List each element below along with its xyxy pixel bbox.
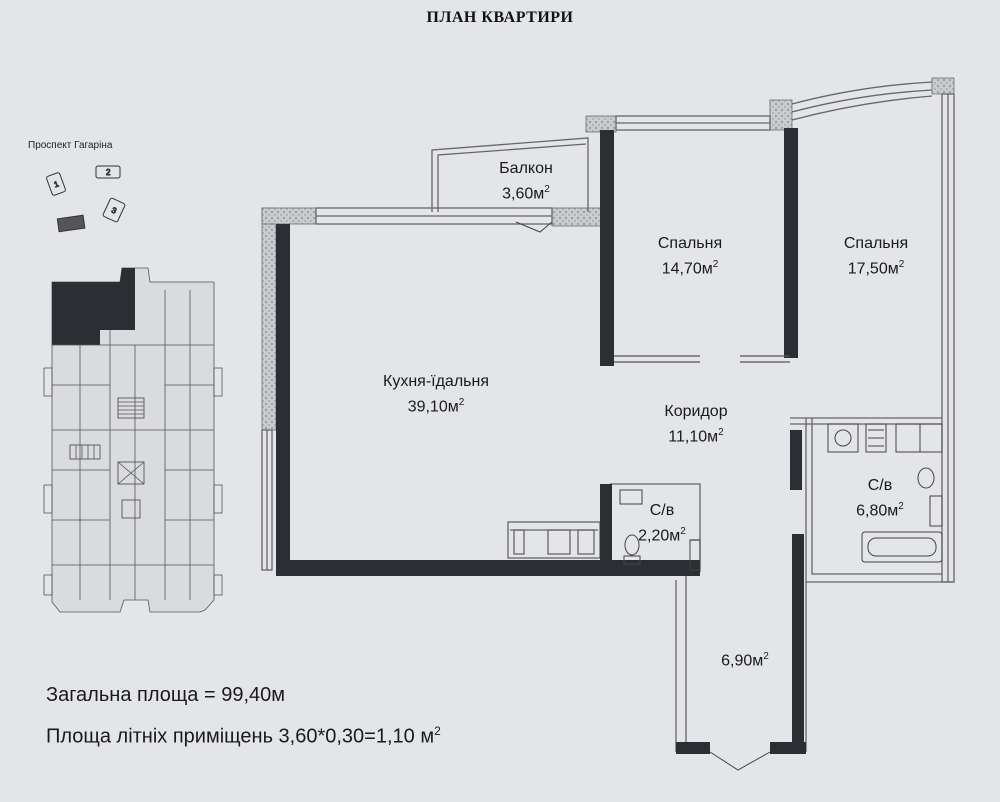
current-building-marker xyxy=(56,214,86,233)
room-area: 14,70м2 xyxy=(661,259,719,278)
street-label: Проспект Гагаріна xyxy=(28,140,113,151)
room-label-balcony: Балкон 3,60м2 xyxy=(486,158,566,204)
apartment-plan xyxy=(261,77,955,771)
room-area: 39,10м2 xyxy=(407,397,465,416)
room-label-wc-2: С/в 6,80м2 xyxy=(830,475,930,521)
site-map: 1 2 3 xyxy=(46,165,126,233)
room-area: 6,80м2 xyxy=(856,501,904,520)
entrance-door xyxy=(709,751,771,771)
room-label-corridor: Коридор 11,10м2 xyxy=(646,401,746,447)
room-area: 6,90м2 xyxy=(721,651,769,670)
room-label-bedroom-1: Спальня 14,70м2 xyxy=(640,233,740,279)
building-marker-2: 2 xyxy=(95,165,121,179)
room-area: 11,10м2 xyxy=(668,427,724,446)
washing-machine-icon xyxy=(834,429,852,447)
room-label-wc-1: С/в 2,20м2 xyxy=(620,500,704,546)
building-number-3: 3 xyxy=(110,206,118,216)
room-area: 3,60м2 xyxy=(502,184,550,203)
room-name: С/в xyxy=(649,502,675,519)
building-marker-3: 3 xyxy=(102,197,126,223)
room-name: С/в xyxy=(867,477,893,494)
room-label-hall: 6,90м2 xyxy=(700,646,790,671)
room-name: Коридор xyxy=(664,403,728,420)
room-name: Спальня xyxy=(843,235,909,252)
wc2-fixtures xyxy=(827,423,943,563)
outline-walls xyxy=(261,81,955,752)
building-number-1: 1 xyxy=(53,179,61,189)
wc1-toilet-icon xyxy=(624,534,640,556)
doors xyxy=(515,221,771,771)
building-number-2: 2 xyxy=(106,168,111,177)
building-marker-1: 1 xyxy=(46,172,66,196)
bathtub-icon xyxy=(861,531,943,563)
balcony-door xyxy=(515,221,553,233)
room-name: Кухня-їдальня xyxy=(383,373,489,390)
highlighted-apartment xyxy=(52,268,135,345)
room-name: Балкон xyxy=(499,160,553,177)
room-label-bedroom-2: Спальня 17,50м2 xyxy=(826,233,926,279)
partitions xyxy=(614,355,790,363)
room-area: 2,20м2 xyxy=(638,526,686,545)
wc1-fixtures xyxy=(619,489,701,571)
exterior-wall-hatched xyxy=(261,77,955,431)
room-label-kitchen: Кухня-їдальня 39,10м2 xyxy=(366,371,506,417)
room-name: Спальня xyxy=(657,235,723,252)
load-bearing-walls xyxy=(276,128,806,754)
room-area: 17,50м2 xyxy=(847,259,905,278)
summer-area-line: Площа літніх приміщень 3,60*0,30=1,10 м2 xyxy=(46,724,441,748)
building-key-plan xyxy=(43,267,223,613)
toilet-icon xyxy=(917,467,935,489)
total-area-line: Загальна площа = 99,40м xyxy=(46,684,286,706)
plan-title: ПЛАН КВАРТИРИ xyxy=(426,9,574,26)
